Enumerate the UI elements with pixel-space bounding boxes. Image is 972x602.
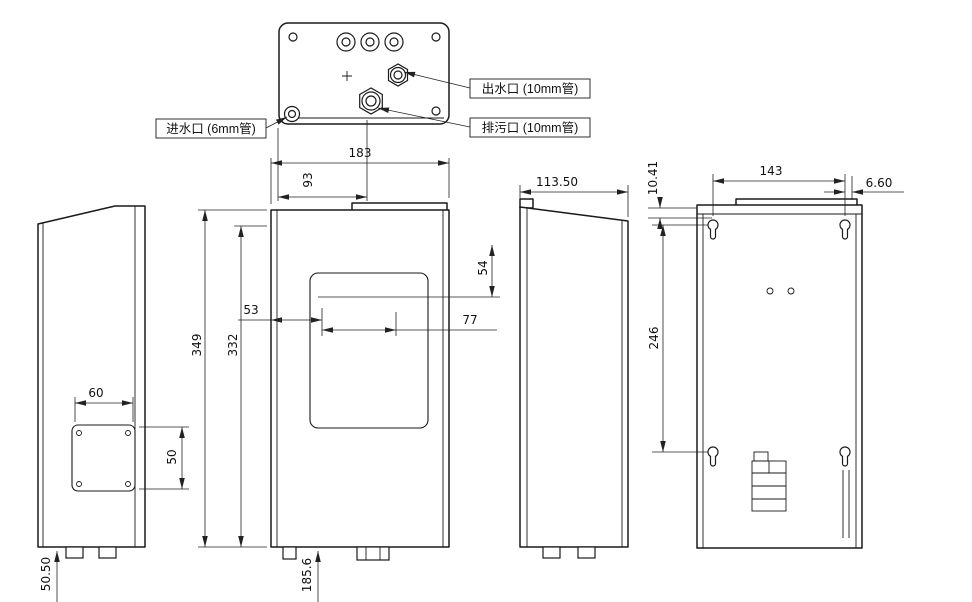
dim-mount-edge-offset: 6.60: [824, 176, 904, 200]
dim-text-10-41: 10.41: [646, 161, 660, 195]
dim-text-60: 60: [88, 386, 103, 400]
right-side-view: [519, 198, 629, 559]
top-view: [278, 22, 450, 125]
dim-text-93: 93: [301, 172, 315, 187]
back-holes: [766, 287, 795, 295]
terminal-block: [751, 451, 787, 512]
outlet-label-box: [469, 78, 591, 99]
dim-text-6-60: 6.60: [866, 176, 893, 190]
port-callouts: 出水口 (10mm管) 排污口 (10mm管) 进水口 (6mm管): [155, 71, 591, 139]
dim-body-height: 332: [226, 225, 267, 547]
left-feet: [65, 546, 117, 559]
dim-window-width: 77: [322, 312, 497, 336]
dim-text-143: 143: [760, 164, 783, 178]
vent-holes: [336, 32, 404, 52]
back-view: [696, 198, 863, 549]
dim-mount-vertical-span: 246: [647, 224, 708, 453]
outlet-label: 出水口 (10mm管): [482, 81, 579, 96]
outlet-leader: [403, 71, 471, 89]
dim-text-246: 246: [647, 327, 661, 350]
dim-text-185-6: 185.6: [300, 558, 314, 592]
cable-channel: [842, 470, 850, 538]
front-window: [309, 272, 429, 429]
dim-text-77: 77: [462, 313, 477, 327]
mount-keyholes: [707, 219, 851, 467]
panel-screws: [76, 430, 131, 487]
dim-drain-offset: 93: [277, 120, 368, 201]
dim-text-53: 53: [243, 303, 258, 317]
left-side-view: [37, 205, 146, 559]
top-view-outline: [278, 22, 450, 125]
right-feet: [542, 546, 596, 559]
drain-leader: [377, 107, 471, 128]
right-outline: [519, 206, 629, 548]
inlet-fitting: [283, 105, 301, 123]
dim-text-50: 50: [165, 449, 179, 464]
dim-side-bottom-offset: 50.50: [39, 551, 60, 602]
side-access-panel: [71, 424, 136, 492]
dim-overall-height: 349: [190, 209, 267, 548]
corner-screws: [288, 32, 441, 116]
dim-text-50-50: 50.50: [39, 557, 53, 591]
dim-depth: 113.50: [519, 175, 629, 217]
inlet-label: 进水口 (6mm管): [166, 121, 256, 136]
dim-window-top: 54: [318, 245, 500, 298]
drain-label: 排污口 (10mm管): [482, 120, 579, 135]
dim-text-183: 183: [349, 146, 372, 160]
dim-text-332: 332: [226, 334, 240, 357]
dim-mount-hole-span: 143: [712, 164, 846, 216]
dim-side-panel-width: 60: [74, 386, 134, 422]
dim-front-width: 183: [270, 146, 450, 204]
front-outline: [270, 209, 450, 548]
outlet-fitting: [387, 63, 409, 87]
dim-bottom-port-height: 185.6: [300, 551, 321, 602]
dim-side-panel-height: 50: [139, 426, 189, 490]
dim-text-349: 349: [190, 334, 204, 357]
back-outline: [696, 204, 863, 549]
inlet-leader: [265, 116, 288, 129]
drain-fitting: [359, 87, 383, 115]
dim-mount-top-offset: 10.41: [646, 161, 712, 229]
left-outline: [37, 205, 146, 548]
drain-label-box: [469, 117, 591, 138]
front-feet: [282, 546, 390, 561]
inlet-label-box: [155, 118, 267, 139]
front-view: [270, 202, 450, 561]
dim-text-54: 54: [476, 260, 490, 275]
dim-text-113-50: 113.50: [536, 175, 578, 189]
center-mark: [342, 71, 352, 81]
